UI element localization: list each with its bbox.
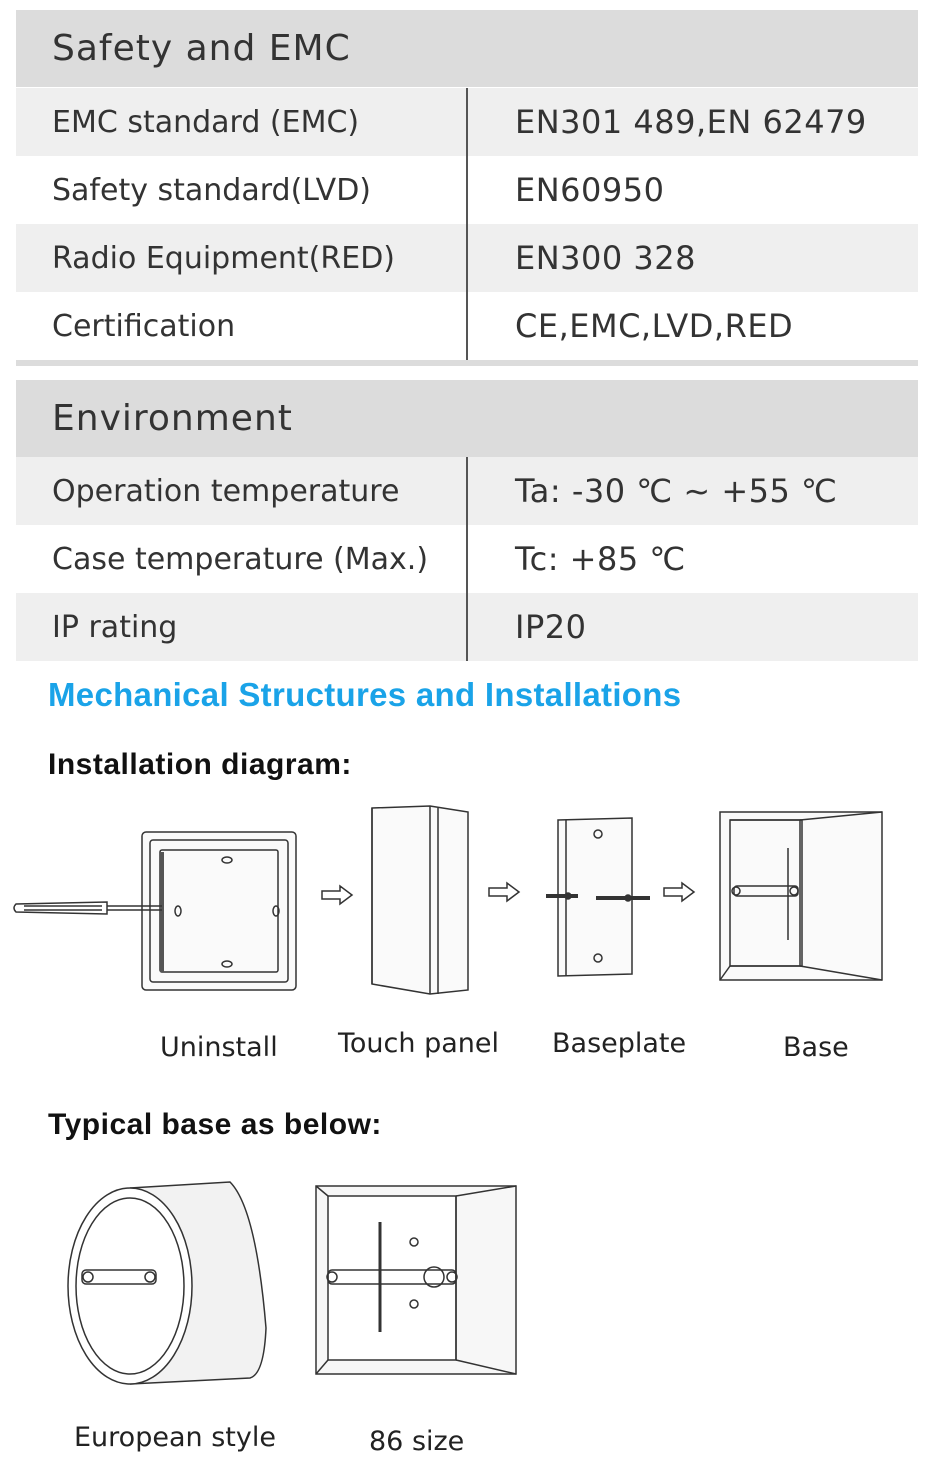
row-value: Ta: -30 ℃ ~ +55 ℃ <box>515 472 838 510</box>
row-value: EN301 489,EN 62479 <box>515 103 867 141</box>
row-value: EN300 328 <box>515 239 696 277</box>
row-key: EMC standard (EMC) <box>52 104 360 140</box>
caption-european-style: European style <box>74 1422 276 1453</box>
environment-section-title: Environment <box>16 380 918 457</box>
installation-title: Installation diagram: <box>48 748 352 781</box>
row-key: Case temperature (Max.) <box>52 541 429 577</box>
mechanical-title: Mechanical Structures and Installations <box>48 676 682 713</box>
environment-table: Operation temperature Ta: -30 ℃ ~ +55 ℃ … <box>16 457 918 661</box>
row-value: IP20 <box>515 608 587 646</box>
row-value: EN60950 <box>515 171 665 209</box>
row-value: CE,EMC,LVD,RED <box>515 307 794 345</box>
uninstall-illustration <box>12 826 302 996</box>
european-style-box-illustration <box>60 1178 270 1390</box>
touch-panel-illustration <box>368 804 472 996</box>
table-row: Safety standard(LVD) EN60950 <box>16 156 918 224</box>
row-key: Radio Equipment(RED) <box>52 240 395 276</box>
arrow-right-icon <box>662 881 696 903</box>
table-row: Case temperature (Max.) Tc: +85 ℃ <box>16 525 918 593</box>
base-illustration <box>718 810 884 984</box>
caption-86-size: 86 size <box>369 1426 465 1457</box>
caption-uninstall: Uninstall <box>160 1032 278 1063</box>
86-size-box-illustration <box>314 1182 520 1378</box>
row-key: Safety standard(LVD) <box>52 172 372 208</box>
section-divider <box>16 360 918 366</box>
row-value: Tc: +85 ℃ <box>515 540 686 578</box>
safety-section-title: Safety and EMC <box>16 10 918 87</box>
typical-base-title: Typical base as below: <box>48 1108 382 1141</box>
arrow-right-icon <box>487 881 521 903</box>
safety-table: EMC standard (EMC) EN301 489,EN 62479 Sa… <box>16 88 918 360</box>
row-key: IP rating <box>52 609 178 645</box>
column-divider <box>466 88 468 360</box>
row-key: Operation temperature <box>52 473 400 509</box>
row-key: Certification <box>52 308 236 344</box>
caption-base: Base <box>783 1032 849 1063</box>
table-row: Certification CE,EMC,LVD,RED <box>16 292 918 360</box>
caption-touch-panel: Touch panel <box>338 1028 499 1059</box>
column-divider <box>466 457 468 661</box>
baseplate-illustration <box>542 814 654 984</box>
caption-baseplate: Baseplate <box>552 1028 687 1059</box>
arrow-right-icon <box>320 884 354 906</box>
